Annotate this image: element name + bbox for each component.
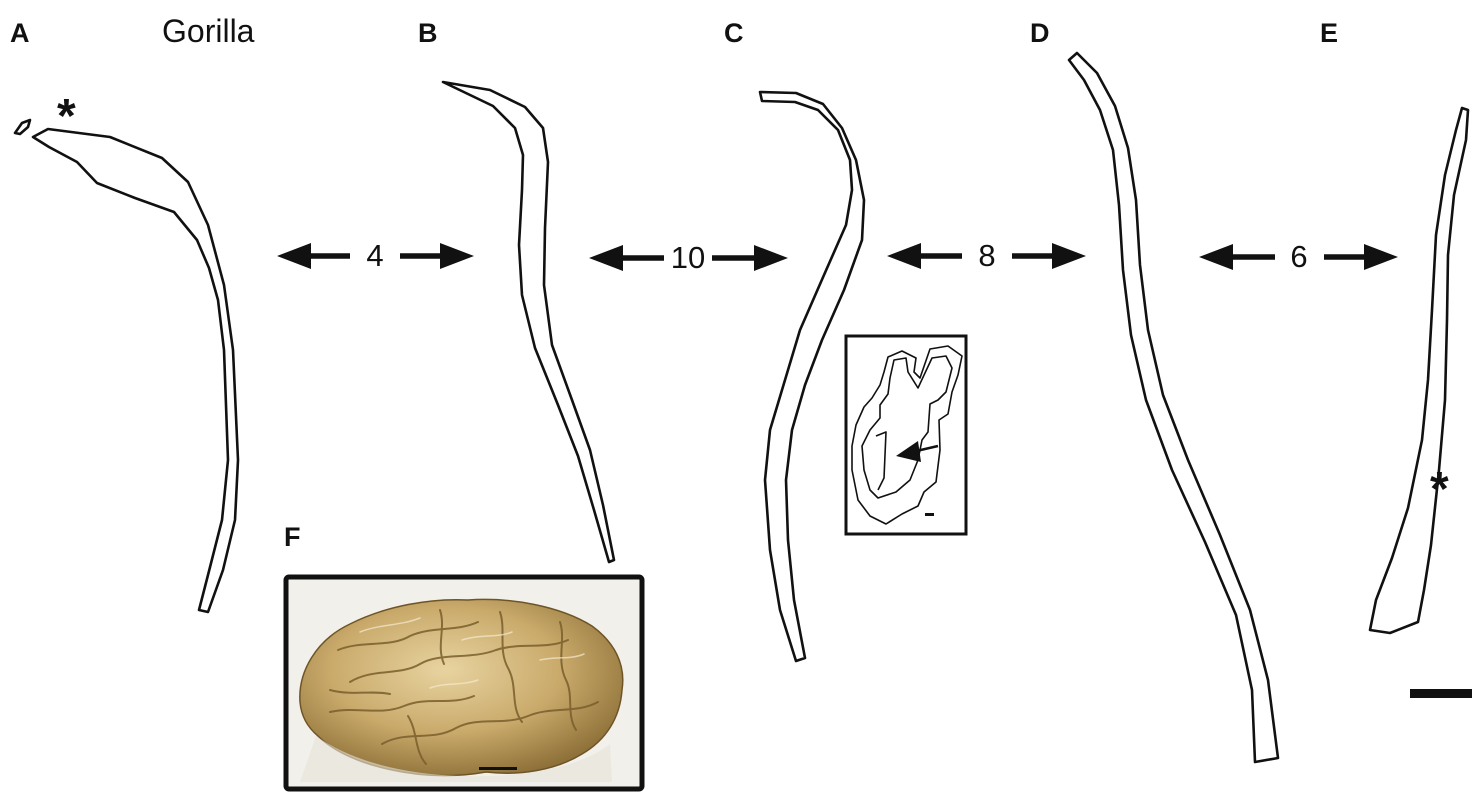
gap-label-d-e: 6 [1290,239,1308,274]
asterisk-panel-e: * [1430,463,1449,516]
arrow-right-b-c [712,245,788,271]
brain-sulcus [329,695,475,713]
brain-highlight [359,617,421,633]
brain-sulcus [407,715,427,765]
photo-scale-bar [479,767,517,770]
brain-photo [283,574,645,792]
section-outline-a [31,127,240,614]
arrow-right-c-d [1012,243,1086,269]
inset-arrow [896,441,921,462]
panel-label-a: A [10,18,30,48]
brain-highlight [461,631,513,641]
brain-sulcus [559,621,577,731]
brain-sulcus [439,609,445,665]
brain-sulcus [329,689,391,695]
arrow-left-c-d [887,243,962,269]
gap-label-a-b: 4 [366,238,384,273]
brain-sulcus [381,701,599,745]
panel-label-f: F [284,522,301,552]
inset-sulcus-line [875,431,887,491]
brain-highlight [539,653,585,661]
asterisk-panel-a: * [57,90,76,143]
brain-sulcus [499,611,523,723]
brain-highlight [429,679,479,689]
scale-bar [1410,689,1472,698]
arrow-left-b-c [589,245,664,271]
gap-label-b-c: 10 [670,240,706,275]
fragment-outline-a [13,118,32,136]
arrow-left-a-b [277,243,350,269]
section-outline-e [1368,106,1470,635]
arrow-right-a-b [400,243,474,269]
panel-label-b: B [418,18,438,48]
brain-sulcus [337,621,479,651]
inset-scale-bar [925,513,934,516]
brain-shadow [300,736,612,782]
inset-section-outline [851,345,963,525]
brain-sulcus [349,639,569,683]
gap-label-c-d: 8 [978,238,996,273]
section-inset [844,334,968,536]
panel-label-d: D [1030,18,1050,48]
section-outline-d [1067,51,1280,764]
arrow-right-d-e [1324,244,1398,270]
section-outline-b [441,80,616,564]
arrow-left-d-e [1199,244,1275,270]
section-outline-c [758,90,866,663]
species-label: Gorilla [162,13,255,49]
panel-label-c: C [724,18,744,48]
panel-label-e: E [1320,18,1339,48]
